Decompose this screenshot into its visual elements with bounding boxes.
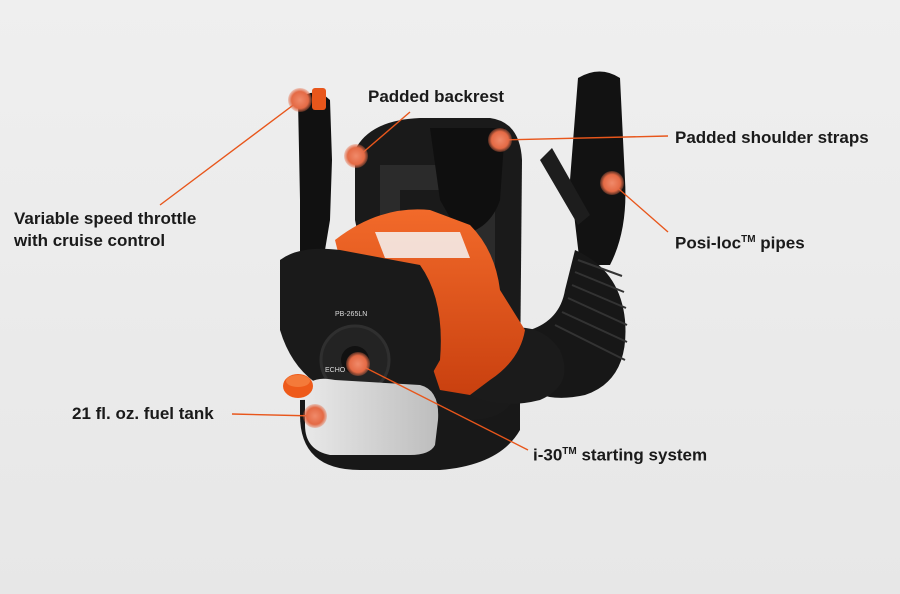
callout-pipes-suffix: pipes bbox=[755, 233, 805, 253]
callout-throttle-line1: Variable speed throttle bbox=[14, 209, 197, 228]
callout-markers bbox=[288, 88, 624, 428]
marker-pipes bbox=[600, 171, 624, 195]
leader-throttle bbox=[159, 99, 301, 206]
shoulder-strap bbox=[430, 128, 505, 235]
fuel-tank bbox=[305, 378, 439, 455]
pipe-vertical bbox=[570, 71, 626, 265]
leader-start bbox=[357, 363, 529, 451]
callout-backrest: Padded backrest bbox=[368, 87, 505, 106]
callout-start-suffix: starting system bbox=[576, 445, 708, 465]
trademark-mark: TM bbox=[741, 234, 756, 245]
marker-straps bbox=[488, 128, 512, 152]
callout-throttle-line2: with cruise control bbox=[14, 231, 166, 250]
marker-start bbox=[346, 352, 370, 376]
callout-leader-lines bbox=[159, 99, 669, 451]
marker-tank bbox=[303, 404, 327, 428]
callout-pipes-prefix: Posi-loc bbox=[675, 233, 742, 253]
callout-fuel-tank: 21 fl. oz. fuel tank bbox=[72, 404, 214, 423]
callout-throttle: Variable speed throttle with cruise cont… bbox=[14, 208, 196, 252]
throttle-handle bbox=[298, 92, 332, 285]
callout-starting-system: i-30TM starting system bbox=[533, 441, 707, 467]
leader-pipes bbox=[611, 182, 669, 233]
callout-start-prefix: i-30 bbox=[533, 445, 563, 465]
leader-backrest bbox=[359, 111, 411, 156]
leader-tank bbox=[231, 413, 316, 417]
leader-straps bbox=[499, 135, 669, 141]
model-plate: PB-265LN bbox=[335, 311, 367, 318]
marker-throttle bbox=[288, 88, 312, 112]
callout-pipes: Posi-locTM pipes bbox=[675, 229, 805, 255]
marker-backrest bbox=[344, 144, 368, 168]
trademark-mark: TM bbox=[562, 446, 577, 457]
brand-plate: ECHO bbox=[325, 367, 346, 374]
callout-shoulder-straps: Padded shoulder straps bbox=[675, 128, 869, 147]
